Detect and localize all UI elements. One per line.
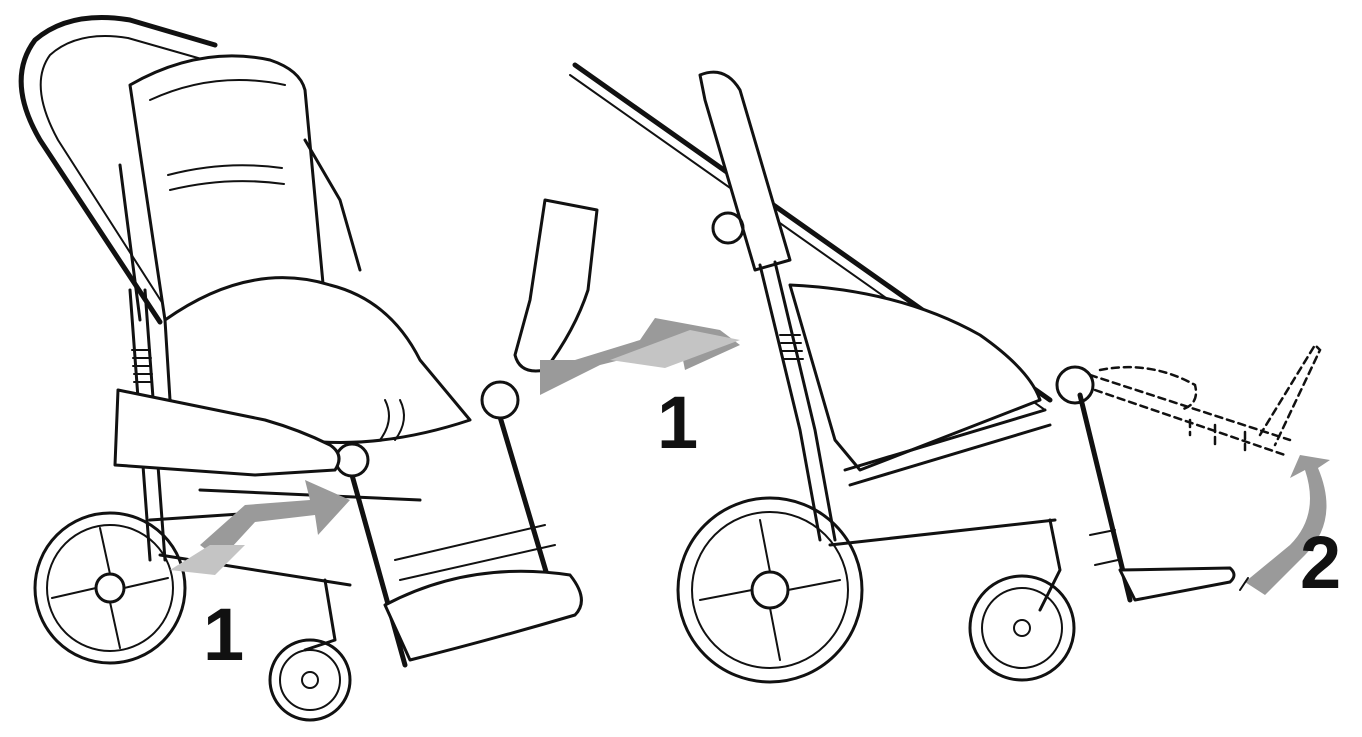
swing-double-arrow (1245, 455, 1330, 595)
right-stroller (569, 62, 1330, 684)
step-1-label-left: 1 (203, 593, 244, 676)
push-arrow-lower-trail (170, 545, 245, 575)
step-1-label-right: 1 (657, 381, 698, 464)
left-stroller (18, 15, 740, 722)
push-arrow-lower (200, 480, 350, 560)
step-2-label: 2 (1300, 521, 1341, 604)
push-arrow-upper-trail (610, 330, 740, 368)
